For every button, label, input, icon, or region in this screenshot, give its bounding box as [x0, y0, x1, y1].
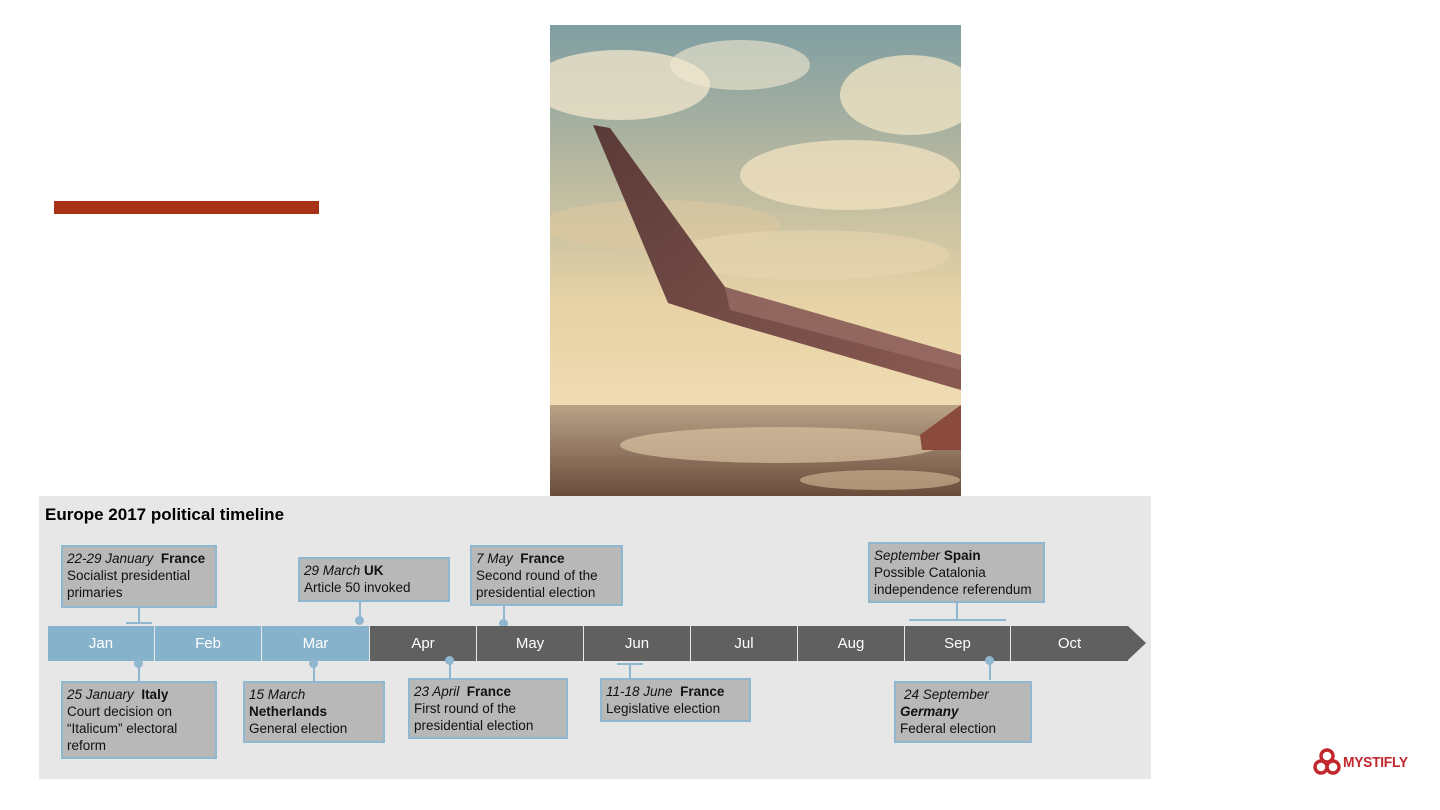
event-country: France [680, 684, 725, 699]
event-heading: 23 April France [414, 683, 562, 700]
connector-mar-below [313, 664, 315, 682]
month-sep: Sep [905, 626, 1010, 661]
month-jan: Jan [48, 626, 154, 661]
event-text: Legislative election [606, 701, 721, 716]
timeline-title: Europe 2017 political timeline [45, 505, 285, 524]
event-country: Spain [943, 548, 981, 563]
event-box-mar-netherlands: 15 March Netherlands General election [243, 681, 385, 743]
event-heading: 29 March UK [304, 562, 444, 579]
month-mar: Mar [262, 626, 369, 661]
marker-7-may [499, 619, 508, 628]
month-aug: Aug [798, 626, 904, 661]
connector-sep-below [989, 661, 991, 680]
connector-jan-below [138, 664, 140, 682]
event-heading: 25 January Italy [67, 686, 211, 703]
event-text: “Italicum” electoral [67, 721, 178, 736]
event-country: Germany [900, 704, 959, 719]
month-jun: Jun [584, 626, 690, 661]
event-text: General election [249, 721, 348, 736]
marker-29-march [355, 616, 364, 625]
event-box-jan-france: 22-29 January France Socialist president… [61, 545, 217, 608]
event-text: primaries [67, 585, 123, 600]
marker-15-march [309, 659, 318, 668]
connector-jan-bracket [126, 622, 152, 624]
event-text: independence referendum [874, 582, 1032, 597]
event-country: Netherlands [249, 704, 328, 719]
event-country: France [466, 684, 512, 699]
month-apr: Apr [370, 626, 476, 661]
month-jul: Jul [691, 626, 797, 661]
event-text: Federal election [900, 721, 997, 736]
event-box-mar-uk: 29 March UK Article 50 invoked [298, 557, 450, 602]
connector-jan-above [138, 608, 140, 622]
accent-bar [54, 201, 319, 214]
connector-sep-bracket [909, 619, 1006, 621]
mystifly-logo-icon [1313, 748, 1341, 775]
event-country: UK [364, 563, 384, 578]
marker-25-january [134, 659, 143, 668]
event-text: Second round of the [476, 568, 598, 583]
event-box-sep-germany: 24 September Germany Federal election [894, 681, 1032, 743]
event-date: 7 May [476, 551, 513, 566]
month-may: May [477, 626, 583, 661]
event-country: France [160, 551, 206, 566]
axis-arrow-icon [1128, 626, 1146, 660]
event-box-apr-france: 23 April France First round of the presi… [408, 678, 568, 739]
brand-name: MYSTIFLY [1343, 753, 1408, 771]
event-text: Possible Catalonia [874, 565, 986, 580]
event-text: Socialist presidential [67, 568, 191, 583]
brand-logo: MYSTIFLY [1313, 748, 1413, 776]
event-heading: 22-29 January France [67, 550, 211, 567]
connector-sep-above [956, 603, 958, 620]
event-date: September [874, 548, 941, 563]
event-box-may-france: 7 May France Second round of the preside… [470, 545, 623, 606]
event-date: 23 April [414, 684, 460, 699]
event-heading: 7 May France [476, 550, 617, 567]
event-country: Italy [141, 687, 169, 702]
event-country: France [520, 551, 565, 566]
timeline-panel: Europe 2017 political timeline Jan Feb M… [39, 496, 1151, 779]
event-date: 29 March [304, 563, 361, 578]
event-text: First round of the [414, 701, 517, 716]
marker-23-april [445, 656, 454, 665]
event-text: presidential election [476, 585, 596, 600]
event-text: presidential election [414, 718, 534, 733]
event-date: 24 September [904, 687, 989, 702]
event-text: reform [67, 738, 107, 753]
event-date: 11-18 June [606, 684, 673, 699]
connector-may-above [503, 606, 505, 621]
month-axis: Jan Feb Mar Apr May Jun Jul Aug Sep Oct [48, 626, 1146, 661]
event-text: Article 50 invoked [304, 580, 411, 595]
month-oct: Oct [1011, 626, 1128, 661]
connector-mar-above [359, 600, 361, 618]
event-heading: September Spain [874, 547, 1039, 564]
marker-24-september [985, 656, 994, 665]
month-feb: Feb [155, 626, 261, 661]
event-date: 22-29 January [67, 551, 154, 566]
event-box-jun-france: 11-18 June France Legislative election [600, 678, 751, 722]
connector-jun-below [629, 664, 631, 678]
airplane-wing-photo [550, 25, 961, 496]
event-box-sep-spain: September Spain Possible Catalonia indep… [868, 542, 1045, 603]
event-heading: 11-18 June France [606, 683, 745, 700]
event-box-jan-italy: 25 January Italy Court decision on “Ital… [61, 681, 217, 759]
event-date: 15 March [249, 687, 306, 702]
event-text: Court decision on [67, 704, 173, 719]
connector-apr-below [449, 661, 451, 678]
event-date: 25 January [67, 687, 134, 702]
